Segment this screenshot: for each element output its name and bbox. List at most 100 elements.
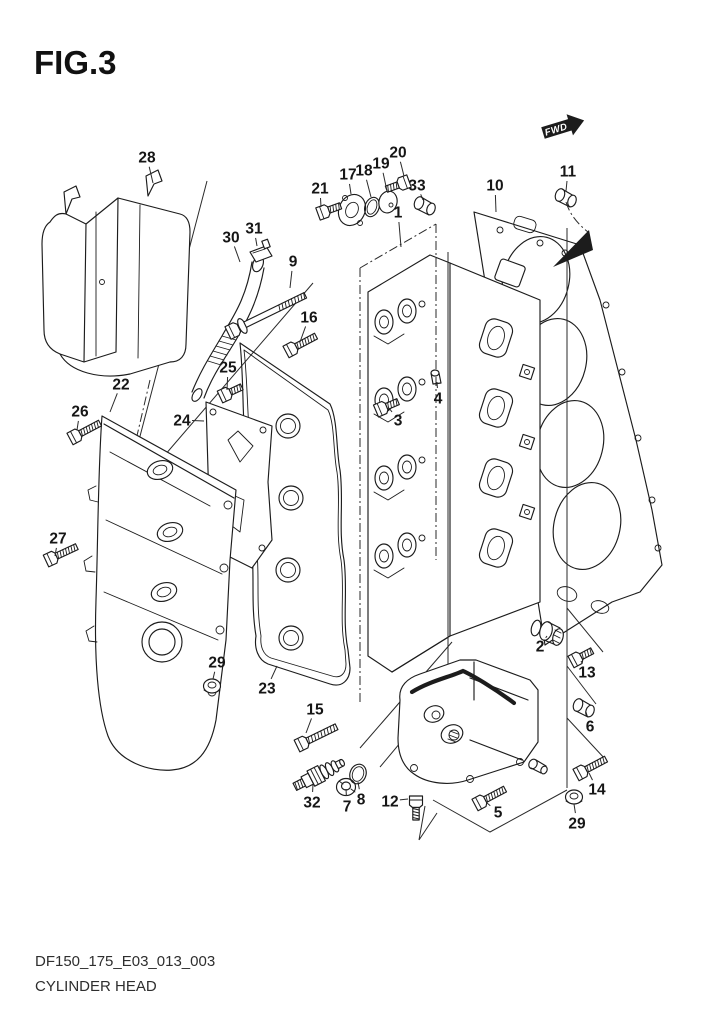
callout-leader-21 (320, 197, 322, 208)
callout-number-2: 2 (536, 639, 545, 656)
part-cylinder-head-cover (83, 415, 237, 771)
callout-leader-6 (585, 711, 588, 717)
part-gasket-7 (335, 777, 357, 797)
callout-number-28: 28 (138, 150, 156, 167)
fwd-arrow-label: FWD (544, 121, 569, 138)
callout-number-29: 29 (208, 655, 226, 672)
callout-leader-30 (233, 246, 241, 263)
callout-number-6: 6 (586, 719, 595, 736)
callout-leader-27 (54, 547, 57, 557)
figure-title: FIG.3 (34, 44, 117, 81)
callout-leader-29 (212, 671, 216, 680)
callout-number-33: 33 (408, 178, 426, 195)
part-o-ring-18 (364, 196, 380, 218)
cover-hook-tab (145, 169, 163, 197)
callout-number-23: 23 (258, 681, 276, 698)
callout-leader-33 (420, 194, 424, 201)
callout-leader-29 (573, 803, 576, 814)
callout-leader-11 (565, 180, 568, 192)
callout-number-31: 31 (245, 221, 263, 238)
callout-number-8: 8 (357, 792, 366, 809)
part-spark-plug (292, 758, 346, 791)
callout-leader-31 (255, 237, 258, 247)
callout-leader-1 (398, 221, 402, 248)
callout-number-17: 17 (339, 167, 356, 184)
callout-leader-25 (226, 376, 229, 391)
bolt-15 (293, 720, 340, 753)
part-dowel-11 (554, 188, 577, 208)
callout-leader-19 (382, 172, 388, 192)
bolt-9 (223, 287, 310, 341)
part-ignition-coil-cover (41, 169, 191, 377)
callout-leader-23 (270, 665, 278, 680)
callout-number-32: 32 (303, 795, 320, 812)
callout-number-7: 7 (343, 799, 352, 816)
callout-leader-18 (366, 179, 372, 198)
part-plug-6 (572, 698, 595, 718)
bolt-12 (408, 795, 424, 821)
cover-hook-tab (63, 185, 81, 215)
callout-leader-8 (357, 781, 360, 790)
callout-number-26: 26 (71, 404, 89, 421)
callout-leader-9 (289, 270, 293, 289)
callout-number-22: 22 (112, 377, 129, 394)
callout-leader-5 (486, 802, 491, 807)
part-plug-33 (413, 196, 436, 216)
callout-leader-17 (349, 183, 352, 195)
callout-number-24: 24 (173, 413, 191, 430)
callout-number-20: 20 (389, 145, 406, 162)
valve-row (373, 532, 426, 579)
bolt-20 (383, 174, 412, 196)
part-cylinder-head (367, 254, 541, 673)
callout-number-27: 27 (49, 531, 66, 548)
fwd-arrow: FWD (541, 114, 585, 139)
callout-number-21: 21 (311, 181, 329, 198)
callout-number-16: 16 (300, 310, 318, 327)
caption-name: CYLINDER HEAD (35, 978, 157, 995)
callout-leader-3 (388, 407, 393, 413)
caption-code: DF150_175_E03_013_003 (35, 953, 215, 970)
callout-number-5: 5 (494, 805, 503, 822)
callout-number-14: 14 (588, 782, 606, 799)
callout-number-4: 4 (434, 391, 443, 408)
callout-number-25: 25 (219, 360, 237, 377)
part-water-jacket-cover (397, 659, 548, 784)
assembly-arrow (553, 230, 593, 267)
callout-number-3: 3 (394, 413, 403, 430)
callout-leader-2 (545, 635, 548, 639)
callout-number-18: 18 (355, 163, 373, 180)
callout-number-13: 13 (578, 665, 596, 682)
callout-number-1: 1 (394, 205, 403, 222)
bolt-26 (66, 416, 104, 446)
callout-leader-22 (109, 393, 118, 413)
callout-number-30: 30 (222, 230, 239, 247)
callout-leader-16 (299, 326, 307, 343)
bolt-5 (471, 782, 509, 812)
part-grommet-29-left (202, 678, 222, 694)
callout-number-19: 19 (372, 156, 390, 173)
callout-leader-28 (148, 166, 154, 184)
callout-leader-12 (399, 798, 409, 801)
callout-number-29: 29 (568, 816, 586, 833)
bolt-16 (282, 329, 320, 359)
callout-leader-15 (305, 718, 312, 734)
callout-leader-10 (494, 194, 497, 213)
callout-number-12: 12 (381, 794, 398, 811)
part-grommet-29-right (564, 789, 584, 805)
bolt-25 (216, 380, 246, 404)
callout-number-9: 9 (289, 254, 298, 271)
callout-leader-24 (191, 420, 205, 422)
callout-leader-20 (399, 161, 405, 177)
valve-row (373, 298, 426, 345)
callout-leader-13 (580, 660, 583, 664)
part-hose-clamp (249, 238, 273, 263)
callout-leader-14 (588, 772, 593, 781)
valve-row (373, 454, 426, 501)
callout-number-10: 10 (486, 178, 503, 195)
callout-number-11: 11 (560, 164, 577, 181)
callout-number-15: 15 (306, 702, 324, 719)
part-o-ring-8 (349, 763, 367, 785)
part-cap-2 (530, 619, 564, 646)
